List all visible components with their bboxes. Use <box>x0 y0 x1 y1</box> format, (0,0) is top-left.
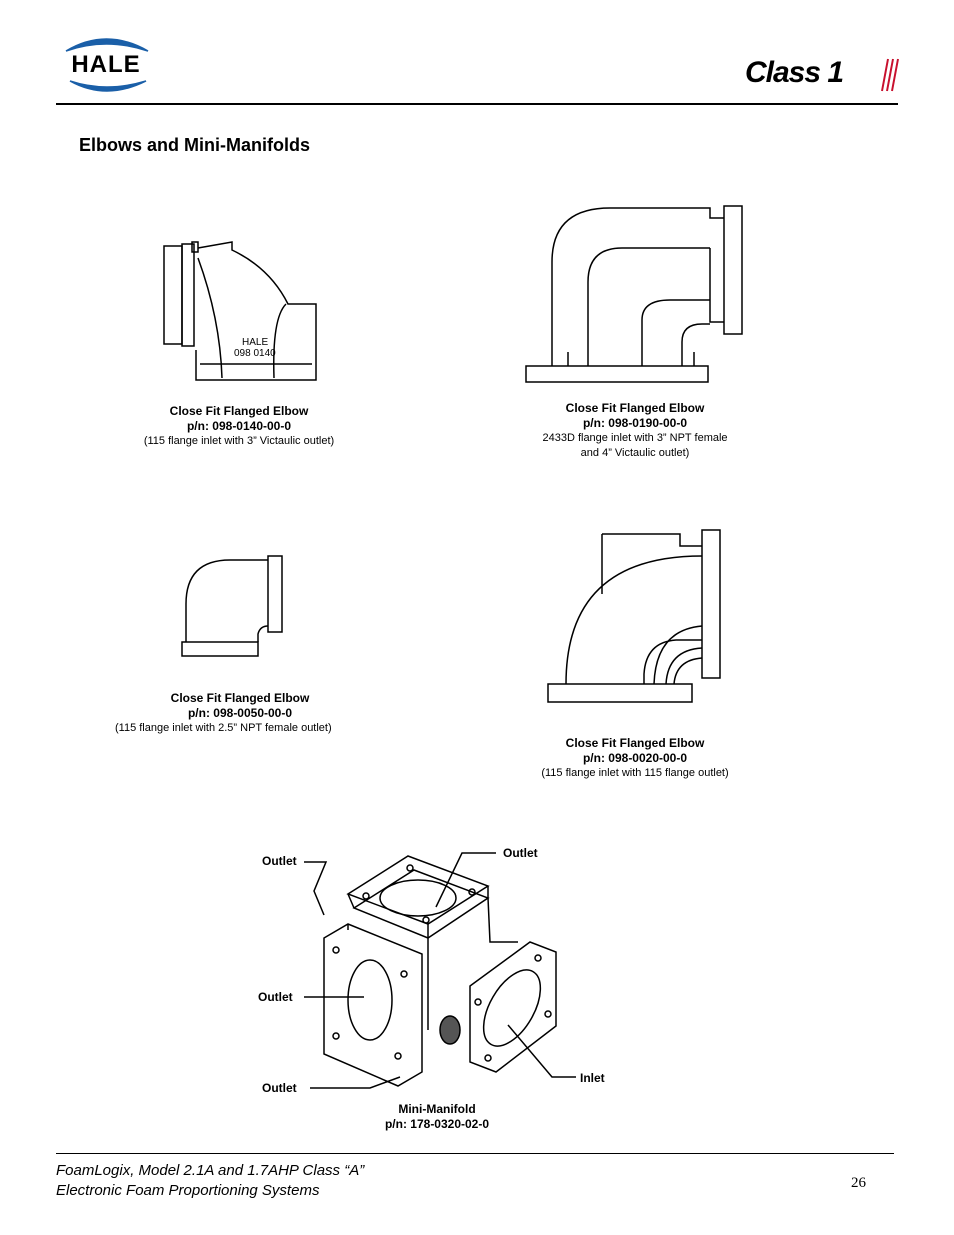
caption-description: (115 flange inlet with 2.5” NPT female o… <box>115 722 332 734</box>
label-outlet-bottom: Outlet <box>262 1081 297 1095</box>
caption-description: (115 flange inlet with 115 flange outlet… <box>541 767 729 779</box>
caption-title: Close Fit Flanged Elbow <box>169 404 309 418</box>
elbow-098-0020-drawing <box>547 529 721 703</box>
elbow-098-0140-drawing <box>163 241 317 381</box>
caption-098-0050: Close Fit Flanged Elbow p/n: 098-0050-00… <box>105 691 375 736</box>
label-outlet-left: Outlet <box>258 990 293 1004</box>
caption-description-2: and 4” Victaulic outlet) <box>580 447 690 459</box>
caption-title: Close Fit Flanged Elbow <box>170 691 310 705</box>
caption-title: Close Fit Flanged Elbow <box>565 736 705 750</box>
caption-098-0190: Close Fit Flanged Elbow p/n: 098-0190-00… <box>515 401 755 461</box>
class1-logo-text: Class 1 <box>745 56 844 89</box>
caption-part-number: p/n: 178-0320-02-0 <box>384 1117 490 1131</box>
hale-logo-graphic <box>65 38 149 92</box>
caption-part-number: p/n: 098-0140-00-0 <box>186 419 292 433</box>
elbow-098-0190-drawing <box>525 205 743 383</box>
caption-098-0140: Close Fit Flanged Elbow p/n: 098-0140-00… <box>119 404 359 449</box>
footer-line-1: FoamLogix, Model 2.1A and 1.7AHP Class “… <box>56 1162 365 1179</box>
hale-logo: HALE <box>56 33 156 95</box>
label-outlet-top-left: Outlet <box>262 854 297 868</box>
manifold-leader-lines <box>304 852 576 1089</box>
caption-098-0020: Close Fit Flanged Elbow p/n: 098-0020-00… <box>515 736 755 781</box>
footer-document-title: FoamLogix, Model 2.1A and 1.7AHP Class “… <box>56 1161 364 1201</box>
caption-mini-manifold: Mini-Manifold p/n: 178-0320-02-0 <box>337 1102 537 1132</box>
caption-title: Mini-Manifold <box>398 1102 476 1116</box>
footer-line-2: Electronic Foam Proportioning Systems <box>56 1182 320 1199</box>
label-outlet-top-right: Outlet <box>503 846 538 860</box>
mini-manifold-drawing <box>323 855 557 1087</box>
caption-part-number: p/n: 098-0190-00-0 <box>582 416 688 430</box>
label-inlet: Inlet <box>580 1071 605 1085</box>
header-rule <box>56 103 898 105</box>
caption-description: (115 flange inlet with 3” Victaulic outl… <box>143 435 335 447</box>
elbow-098-0050-drawing <box>181 555 283 657</box>
caption-part-number: p/n: 098-0020-00-0 <box>582 751 688 765</box>
drawing-text-hale: HALE <box>242 337 269 348</box>
page-number: 26 <box>851 1175 866 1191</box>
caption-title: Close Fit Flanged Elbow <box>565 401 705 415</box>
caption-description: 2433D flange inlet with 3” NPT female <box>542 432 728 444</box>
drawing-text-part-number: 098 0140 <box>234 348 276 359</box>
hale-logo-text: HALE <box>71 51 141 78</box>
section-title: Elbows and Mini-Manifolds <box>79 135 310 155</box>
class1-stripes <box>881 58 899 92</box>
footer-rule <box>56 1153 894 1154</box>
caption-part-number: p/n: 098-0050-00-0 <box>187 706 293 720</box>
class1-logo: Class 1 <box>745 55 900 95</box>
